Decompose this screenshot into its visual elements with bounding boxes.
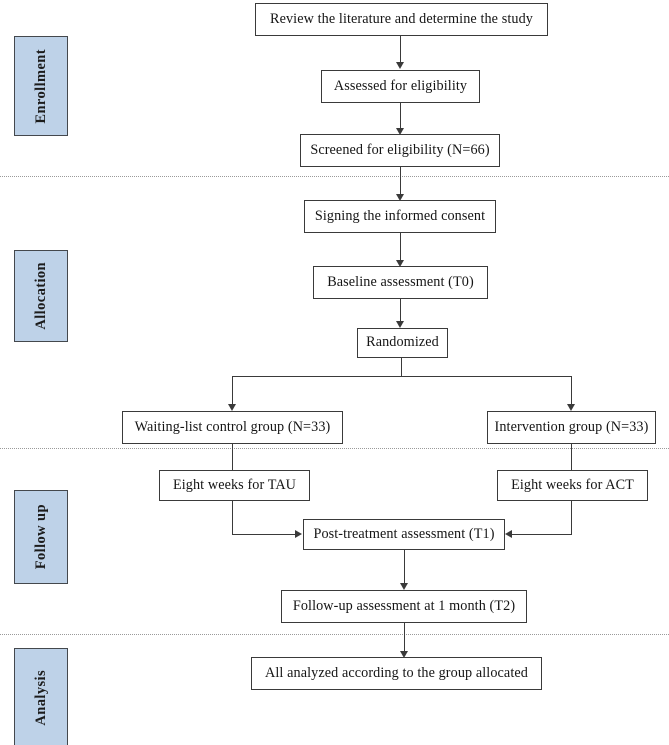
node-baseline-assessment: Baseline assessment (T0) [313,266,488,299]
node-intervention-group-label: Intervention group (N=33) [494,418,649,435]
node-eight-weeks-act: Eight weeks for ACT [497,470,648,501]
arrowhead-randomized-to-intervention [567,404,575,411]
stage-label-allocation: Allocation [14,250,68,342]
node-assessed-eligibility: Assessed for eligibility [321,70,480,103]
stage-label-follow-up-text: Follow up [32,504,49,570]
connector-intervention-to-act [571,444,572,471]
node-follow-up-assessment: Follow-up assessment at 1 month (T2) [281,590,527,623]
connector-followup-to-analyzed [404,623,405,653]
connector-screened-to-consent [400,167,401,196]
connector-randomized-stem [401,358,402,377]
arrowhead-act-to-post-treatment [505,530,512,538]
node-all-analyzed: All analyzed according to the group allo… [251,657,542,690]
arrowhead-screened-to-consent [396,194,404,201]
connector-act-to-post-treatment [512,534,572,535]
connector-post-treatment-to-followup [404,550,405,585]
connector-act-stem [571,501,572,534]
node-follow-up-assessment-label: Follow-up assessment at 1 month (T2) [292,597,516,614]
connector-randomized-split-bar [232,376,572,377]
stage-label-enrollment-text: Enrollment [32,48,49,124]
node-waiting-list-control-group-label: Waiting-list control group (N=33) [134,418,331,435]
connector-tau-stem [232,501,233,534]
arrowhead-consent-to-baseline [396,260,404,267]
connector-randomized-to-control [232,376,233,406]
connector-review-to-assessed [400,36,401,63]
connector-tau-to-post-treatment [232,534,296,535]
arrowhead-followup-to-analyzed [400,651,408,658]
node-informed-consent: Signing the informed consent [304,200,496,233]
stage-label-analysis-text: Analysis [32,669,49,726]
node-informed-consent-label: Signing the informed consent [314,207,486,224]
connector-assessed-to-screened [400,103,401,130]
node-assessed-eligibility-label: Assessed for eligibility [333,77,468,94]
node-all-analyzed-label: All analyzed according to the group allo… [265,664,528,681]
phase-separator-allocation-followup [0,448,669,449]
node-post-treatment-assessment: Post-treatment assessment (T1) [303,519,505,550]
node-screened-eligibility-label: Screened for eligibility (N=66) [310,141,490,158]
arrowhead-post-treatment-to-followup [400,583,408,590]
node-randomized-label: Randomized [366,334,439,351]
node-review-literature: Review the literature and determine the … [255,3,548,36]
connector-consent-to-baseline [400,233,401,262]
arrowhead-baseline-to-randomized [396,321,404,328]
arrowhead-randomized-to-control [228,404,236,411]
connector-baseline-to-randomized [400,299,401,323]
node-review-literature-label: Review the literature and determine the … [270,10,533,27]
phase-separator-followup-analysis [0,634,669,635]
node-baseline-assessment-label: Baseline assessment (T0) [327,273,474,290]
stage-label-enrollment: Enrollment [14,36,68,136]
arrowhead-assessed-to-screened [396,128,404,135]
connector-control-to-tau [232,444,233,471]
arrowhead-tau-to-post-treatment [295,530,302,538]
node-post-treatment-assessment-label: Post-treatment assessment (T1) [313,525,495,542]
node-screened-eligibility: Screened for eligibility (N=66) [300,134,500,167]
node-intervention-group: Intervention group (N=33) [487,411,656,444]
connector-randomized-to-intervention [571,376,572,406]
node-eight-weeks-act-label: Eight weeks for ACT [511,476,634,493]
node-waiting-list-control-group: Waiting-list control group (N=33) [122,411,343,444]
phase-separator-enrollment-allocation [0,176,669,177]
node-eight-weeks-tau-label: Eight weeks for TAU [172,476,297,493]
stage-label-allocation-text: Allocation [32,262,49,330]
node-randomized: Randomized [357,328,448,358]
stage-label-analysis: Analysis [14,648,68,745]
stage-label-follow-up: Follow up [14,490,68,584]
arrowhead-review-to-assessed [396,62,404,69]
node-eight-weeks-tau: Eight weeks for TAU [159,470,310,501]
